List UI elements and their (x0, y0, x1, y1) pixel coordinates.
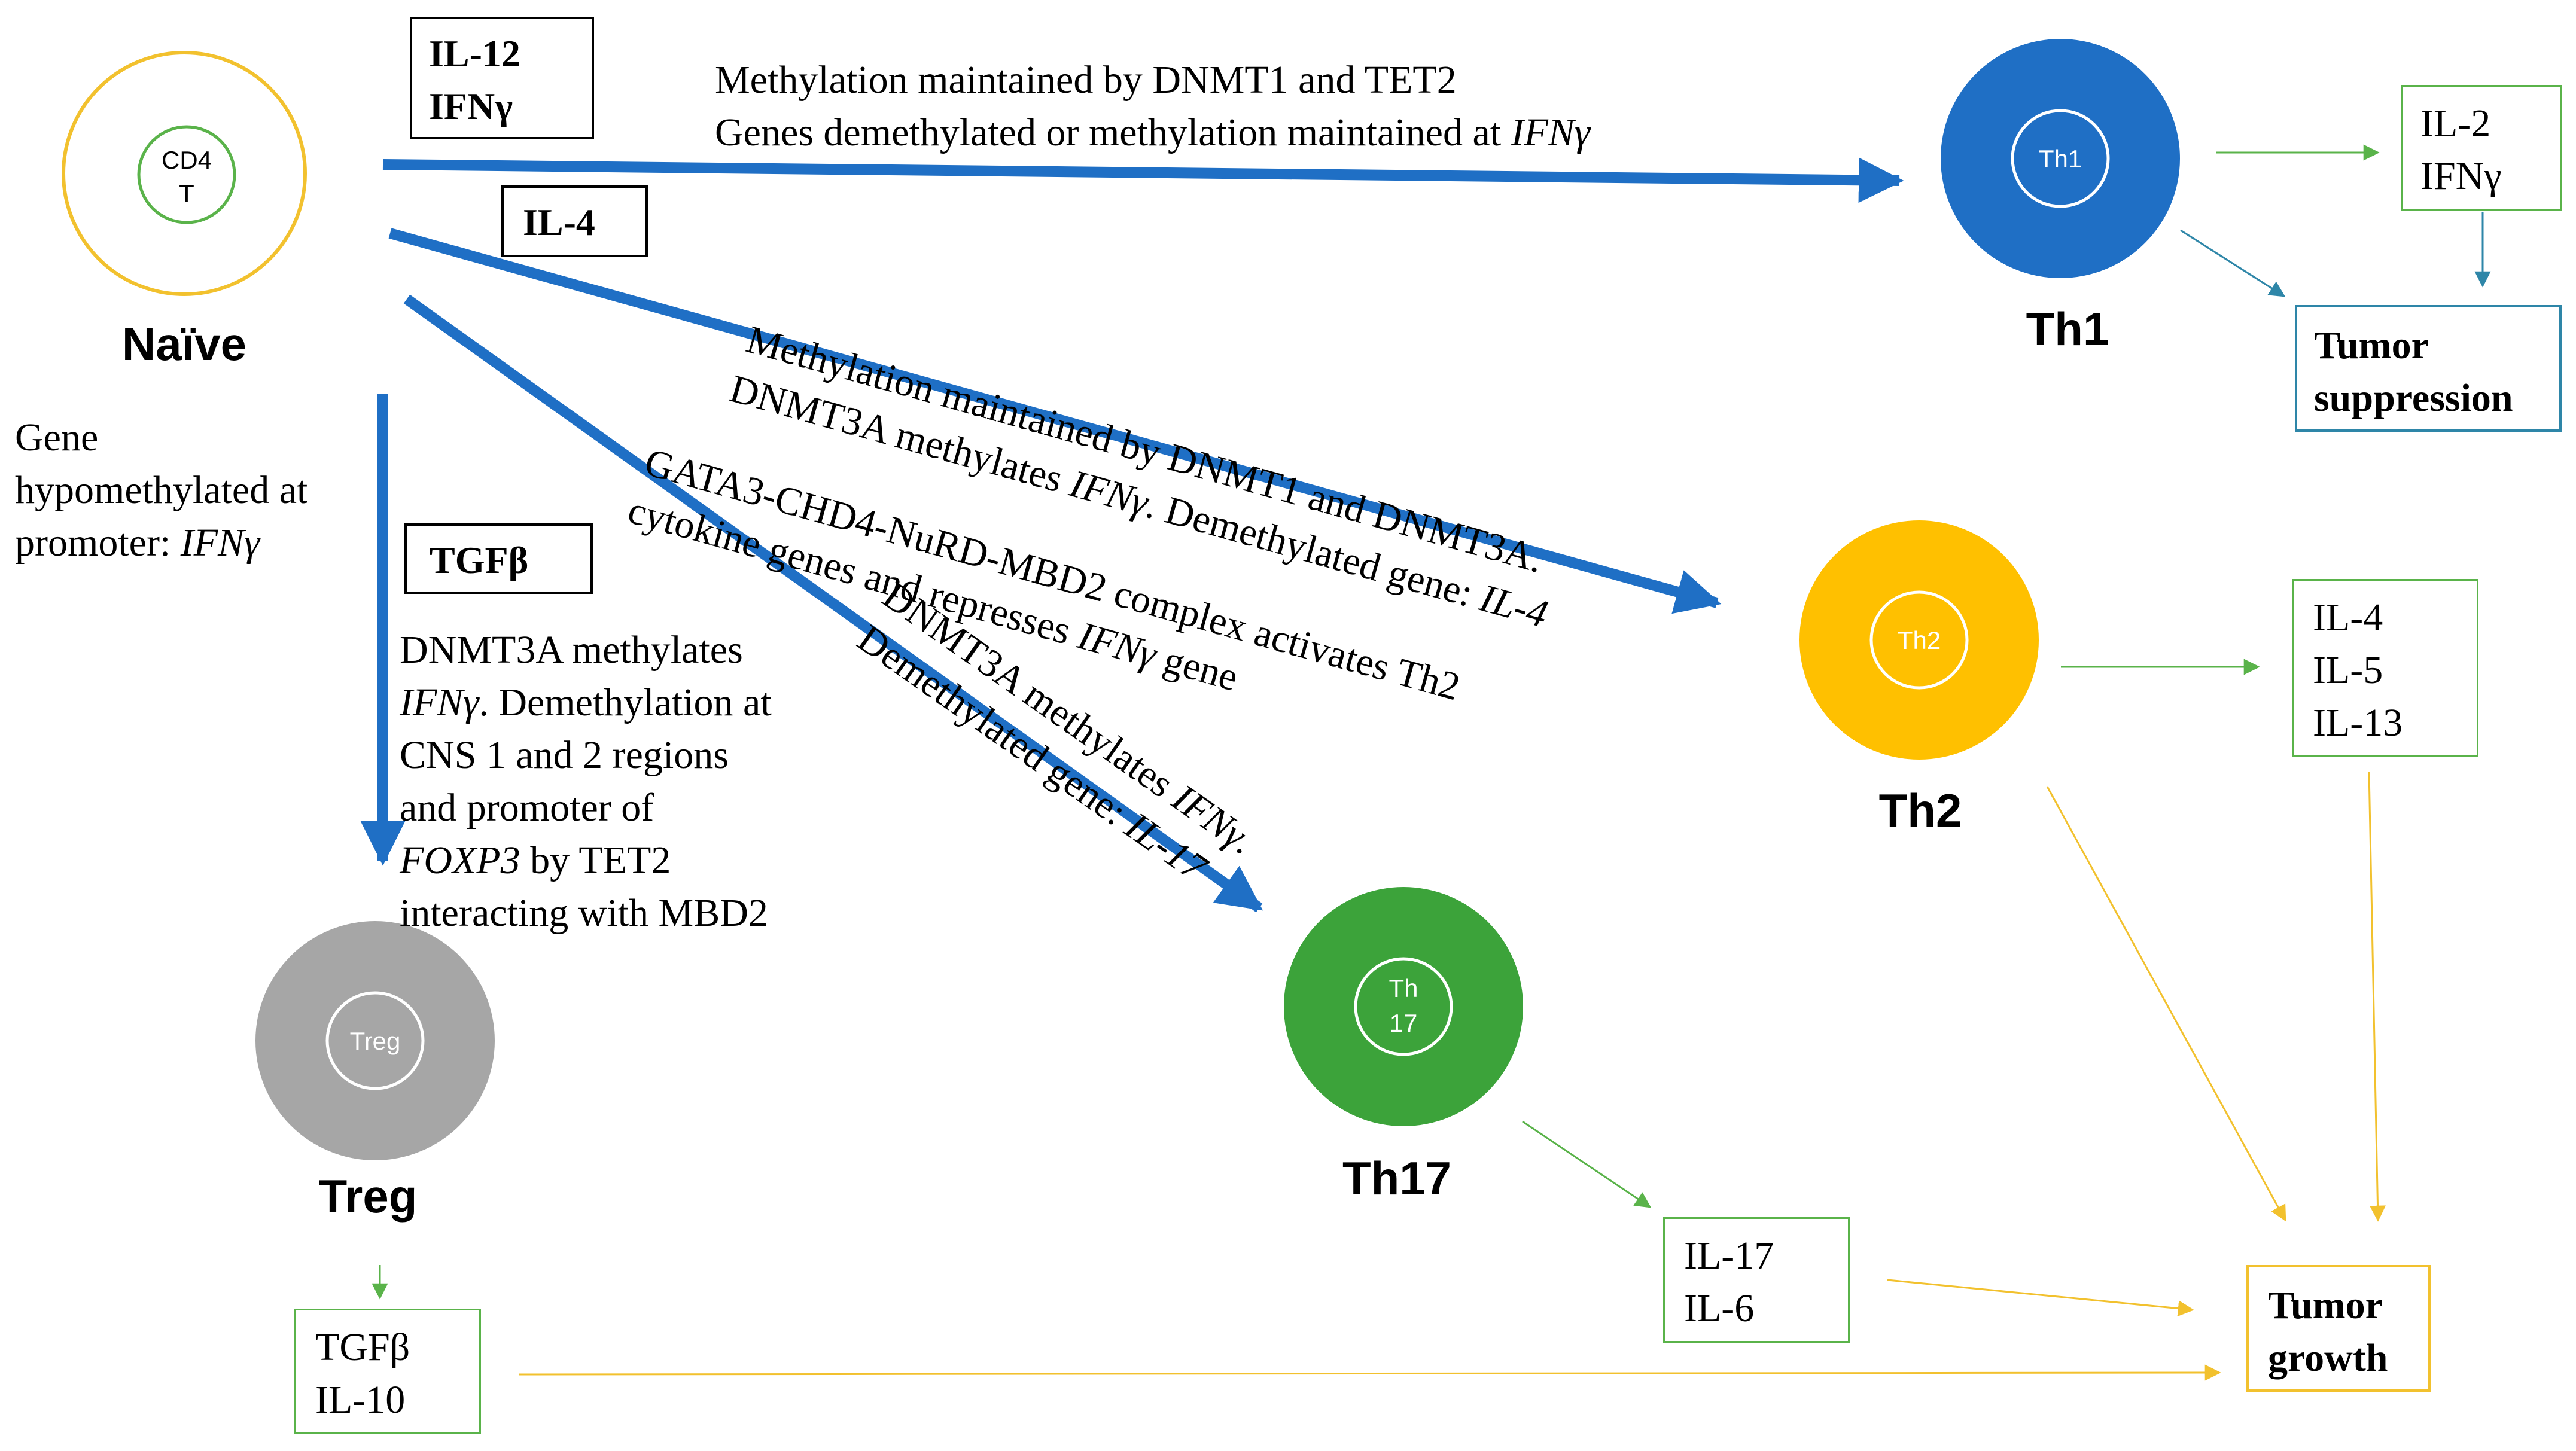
tumor-growth-line-2: growth (2268, 1336, 2388, 1380)
arrow-treg-cytokines-to-growth (519, 1364, 2221, 1381)
arrow-th1-to-tumor-suppression (2180, 229, 2286, 297)
th2-cell: Th2 (1799, 520, 2039, 760)
th17-cytokine-il17: IL-17 (1684, 1234, 1774, 1278)
th17-inner-label-1: Th (1389, 974, 1418, 1002)
th1-cytokine-box: IL-2 IFNγ (2401, 85, 2562, 211)
signal-box-tgfb: TGFβ (404, 523, 593, 594)
naive-inner-label-1: CD4 (162, 146, 212, 174)
tumor-suppression-line-2: suppression (2314, 376, 2513, 420)
th17-inner-label-2: 17 (1390, 1009, 1418, 1037)
treg-path-annotation: DNMT3A methylates IFNγ. Demethylation at… (400, 624, 772, 940)
tumor-growth-box: Tumor growth (2246, 1265, 2431, 1392)
th17-cytokine-box: IL-17 IL-6 (1663, 1217, 1850, 1343)
th17-cytokine-il6: IL-6 (1684, 1287, 1755, 1330)
treg-path-gene-foxp3: FOXP3 (400, 839, 520, 882)
signal-box-il12-ifng: IL-12 IFNγ (410, 17, 594, 139)
treg-path-gene-ifng: IFNγ (400, 681, 479, 724)
arrow-th2-to-tumor-growth (2046, 786, 2286, 1222)
th1-label: Th1 (2026, 303, 2109, 355)
naive-inner-label-2: T (179, 179, 194, 208)
treg-path-line-4: and promoter of (400, 786, 654, 830)
th2-cytokine-box: IL-4 IL-5 IL-13 (2292, 579, 2478, 757)
signal-il4: IL-4 (523, 201, 595, 243)
arrow-th17-to-cytokines (1522, 1120, 1652, 1208)
th1-cytokine-ifng: IFNγ (2420, 154, 2502, 198)
naive-note: Gene hypomethylated at promoter: IFNγ (15, 411, 307, 569)
th2-label: Th2 (1878, 784, 1962, 837)
treg-label: Treg (318, 1170, 418, 1223)
treg-path-line-5: FOXP3 by TET2 (400, 834, 772, 887)
arrow-naive-to-th17 (403, 294, 1263, 913)
arrow-th2-cytokines-to-growth (2368, 771, 2386, 1222)
treg-cell: Treg (255, 921, 495, 1160)
naive-note-gene-ifng: IFNγ (180, 521, 260, 565)
tumor-suppression-line-1: Tumor (2314, 324, 2429, 367)
th17-label: Th17 (1342, 1152, 1452, 1205)
treg-path-line-1: DNMT3A methylates (400, 628, 743, 672)
th1-path-line-2: Genes demethylated or methylation mainta… (715, 106, 1590, 159)
naive-note-line-1: Gene (15, 416, 99, 459)
treg-inner-label: Treg (350, 1027, 401, 1055)
naive-label: Naïve (121, 318, 247, 370)
tumor-growth-line-1: Tumor (2268, 1284, 2383, 1327)
treg-path-line-5-text: by TET2 (520, 839, 671, 882)
tumor-suppression-box: Tumor suppression (2295, 305, 2562, 432)
th17-cell: Th 17 (1284, 887, 1523, 1126)
signal-il12: IL-12 (429, 32, 520, 75)
arrow-naive-to-th2 (388, 228, 1722, 614)
treg-path-line-2: IFNγ. Demethylation at (400, 676, 772, 729)
signal-box-il4: IL-4 (501, 185, 648, 257)
th2-inner-label: Th2 (1898, 626, 1941, 654)
treg-path-line-3: CNS 1 and 2 regions (400, 733, 729, 777)
th1-cell: Th1 (1941, 39, 2180, 278)
th1-cytokine-il2: IL-2 (2420, 102, 2491, 145)
th1-path-line-1: Methylation maintained by DNMT1 and TET2 (715, 58, 1457, 102)
th1-path-line-2-text: Genes demethylated or methylation mainta… (715, 111, 1511, 154)
naive-note-line-3-text: promoter: (15, 521, 181, 565)
signal-ifng: IFNγ (429, 85, 513, 127)
signal-tgfb: TGFβ (430, 539, 529, 581)
naive-cell: CD4 T (62, 51, 307, 296)
treg-cytokine-il10: IL-10 (315, 1378, 406, 1422)
treg-path-line-2-text: . Demethylation at (479, 681, 772, 724)
treg-path-line-6: interacting with MBD2 (400, 891, 768, 935)
arrow-th17-cytokines-to-growth (1887, 1279, 2194, 1317)
arrow-naive-to-th1 (382, 157, 1904, 203)
treg-cytokine-box: TGFβ IL-10 (294, 1309, 481, 1434)
treg-cytokine-tgfb: TGFβ (315, 1325, 410, 1369)
th1-path-gene-ifng: IFNγ (1511, 111, 1590, 154)
naive-note-line-3: promoter: IFNγ (15, 517, 307, 569)
th1-inner-label: Th1 (2039, 145, 2082, 173)
th1-path-annotation: Methylation maintained by DNMT1 and TET2… (715, 54, 1590, 159)
naive-note-line-2: hypomethylated at (15, 468, 308, 512)
th2-cytokine-il4: IL-4 (2313, 596, 2383, 639)
th2-cytokine-il13: IL-13 (2313, 701, 2403, 745)
th2-cytokine-il5: IL-5 (2313, 648, 2383, 692)
